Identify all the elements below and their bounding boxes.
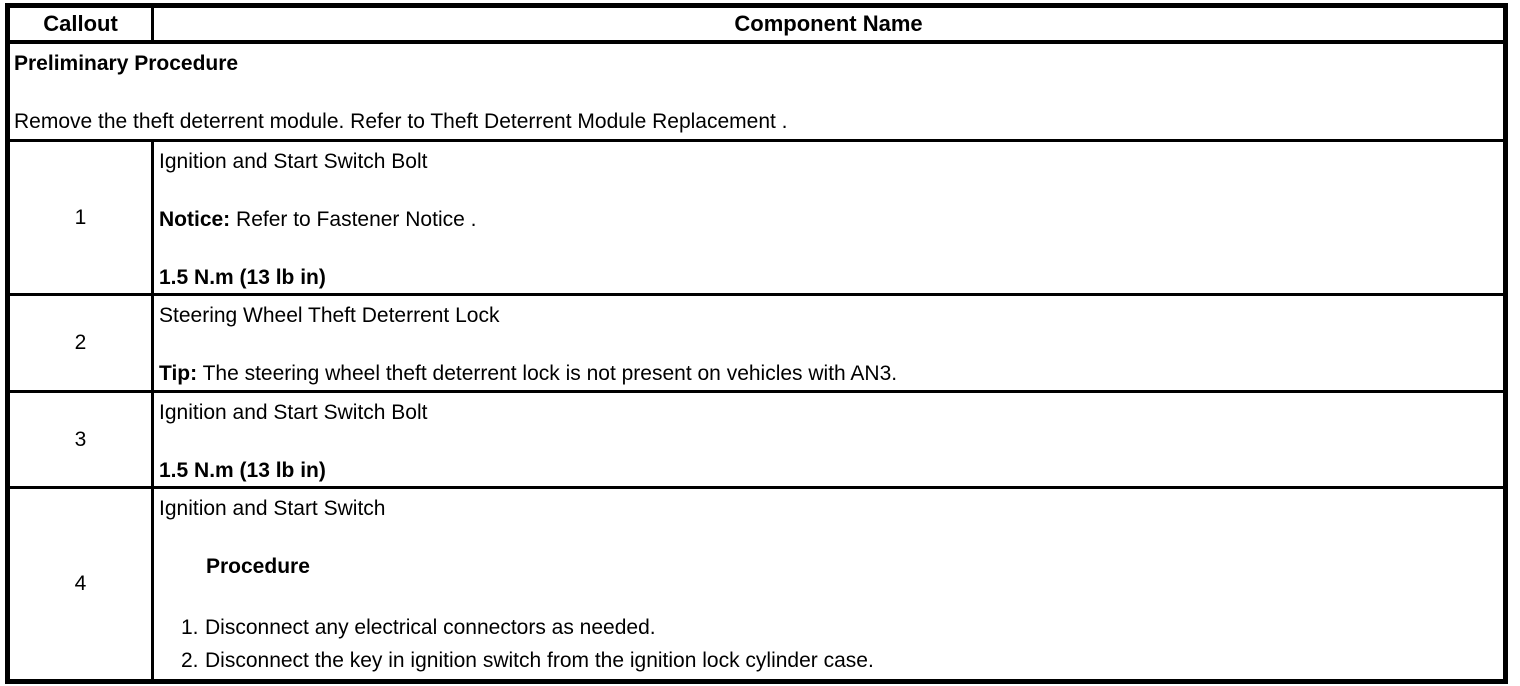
callout-table: Callout Component Name Preliminary Proce… [5,3,1508,684]
procedure-heading: Procedure [206,555,310,578]
component-name-text: Steering Wheel Theft Deterrent Lock [159,304,500,327]
table-row: 1 Ignition and Start Switch Bolt Notice:… [7,139,1506,295]
step-number: 1. [181,616,199,639]
component-name-text: Ignition and Start Switch [159,497,386,520]
table-row: 3 Ignition and Start Switch Bolt 1.5 N.m… [7,390,1506,488]
callout-column-header: Callout [7,5,154,44]
table-row: 2 Steering Wheel Theft Deterrent Lock Ti… [7,293,1506,392]
torque-spec: 1.5 N.m (13 lb in) [159,266,326,289]
table-row: 4 Ignition and Start Switch Procedure 1.… [7,486,1506,682]
callout-number: 3 [7,390,154,488]
torque-spec: 1.5 N.m (13 lb in) [159,459,326,482]
component-cell: Ignition and Start Switch Bolt Notice: R… [152,139,1506,295]
notice-label: Notice: [159,208,231,231]
step-text: Disconnect any electrical connectors as … [205,616,656,639]
callout-number: 2 [7,293,154,392]
component-column-header: Component Name [152,5,1506,44]
component-cell: Ignition and Start Switch Procedure 1. Di… [152,486,1506,682]
component-name-text: Ignition and Start Switch Bolt [159,401,428,424]
callout-number: 4 [7,486,154,682]
preliminary-procedure-row: Preliminary Procedure Remove the theft d… [8,42,1506,141]
tip-body: The steering wheel theft deterrent lock … [197,362,898,385]
preliminary-procedure-cell: Preliminary Procedure Remove the theft d… [8,42,1506,141]
procedure-step: 2. Disconnect the key in ignition switch … [181,644,1493,677]
component-cell: Ignition and Start Switch Bolt 1.5 N.m (… [152,390,1506,488]
step-number: 2. [181,649,199,672]
component-name-text: Ignition and Start Switch Bolt [159,150,428,173]
procedure-step: 1. Disconnect any electrical connectors a… [181,611,1493,644]
notice-text: Notice: Refer to Fastener Notice . [159,206,1493,233]
procedure-steps: 1. Disconnect any electrical connectors a… [181,611,1493,677]
table-header-row: Callout Component Name [7,5,1506,44]
step-text: Disconnect the key in ignition switch fr… [205,649,874,672]
preliminary-procedure-title: Preliminary Procedure [14,51,239,75]
tip-text: Tip: The steering wheel theft deterrent … [159,360,1493,387]
tip-label: Tip: [159,362,198,385]
preliminary-procedure-text: Remove the theft deterrent module. Refer… [14,109,788,133]
callout-number: 1 [7,139,154,295]
component-cell: Steering Wheel Theft Deterrent Lock Tip:… [152,293,1506,392]
notice-body: Refer to Fastener Notice . [230,208,477,231]
